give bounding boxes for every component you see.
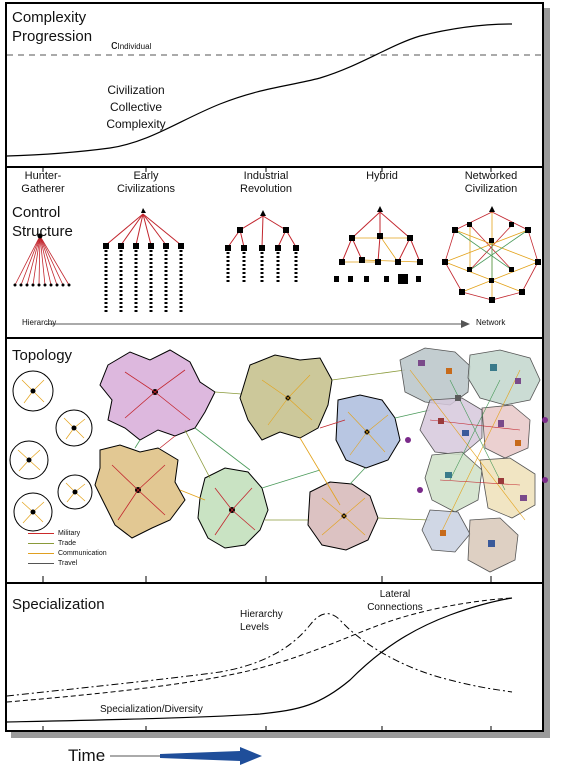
panel-divider [5, 166, 544, 168]
legend-military: Military [28, 530, 80, 537]
hybrid-structure [334, 206, 423, 284]
time-arrow [110, 747, 262, 765]
stage-label-hunter-gatherer: Hunter-Gatherer [21, 170, 65, 195]
networked-structure [442, 206, 541, 303]
time-label: Time [68, 746, 106, 765]
specialization-diversity-label: Specialization/Diversity [100, 704, 203, 715]
hunter-bands [9, 370, 93, 532]
complexity-title-line1: Complexity [12, 9, 87, 26]
networked-nodes [405, 360, 548, 547]
hierarchy-axis-label: Hierarchy [22, 318, 57, 327]
hunter-gatherer-leaves [13, 283, 71, 287]
legend-trade: Trade [28, 540, 76, 547]
control-title-line2: Structure [12, 223, 73, 240]
lateral-connections-curve [6, 597, 513, 703]
specialization-title: Specialization [12, 596, 105, 613]
civilization-curve-label: Civilization Collective Complexity [106, 83, 166, 131]
legend-travel: Travel [28, 560, 77, 567]
stage-label-hybrid: Hybrid [366, 170, 398, 182]
networked-regions [399, 347, 541, 573]
complexity-title-line2: Progression [12, 28, 93, 45]
hierarchy-network-arrow [46, 320, 470, 328]
individual-label: cIndividual [111, 37, 152, 52]
legend-communication: Communication [28, 550, 107, 557]
hunter-gatherer-structure [14, 233, 70, 286]
civilization-complexity-curve [6, 23, 513, 157]
control-title-line1: Control [12, 204, 61, 221]
early-civilization-structure [103, 208, 184, 312]
panel-divider [5, 337, 544, 339]
panel4-ticks [42, 576, 492, 732]
network-axis-label: Network [476, 318, 506, 327]
panel-divider [5, 582, 544, 584]
industrial-structure [225, 210, 299, 284]
topology-title: Topology [12, 347, 73, 364]
specialization-diversity-curve [6, 597, 513, 723]
hierarchy-levels-curve [6, 613, 513, 697]
